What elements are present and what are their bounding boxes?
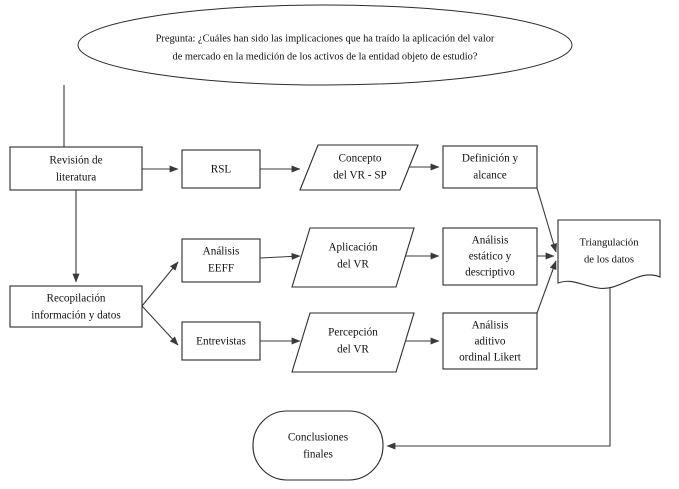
node-analisis-eeff[interactable]: Análisis EEFF xyxy=(181,238,261,283)
revision-literatura-rect xyxy=(9,146,143,191)
analisis-aditivo-rect xyxy=(442,312,538,370)
node-concepto-vr-sp[interactable]: Concepto del VR - SP xyxy=(299,144,419,191)
edge-definicion-to-triangulacion xyxy=(536,187,557,253)
question-line-1: Pregunta: ¿Cuáles han sido las implicaci… xyxy=(156,33,495,44)
aplicacion-line-1: Aplicación xyxy=(328,242,377,254)
percepcion-parallelogram xyxy=(291,312,415,373)
conclusiones-line-2: finales xyxy=(303,449,333,461)
node-aplicacion-vr[interactable]: Aplicación del VR xyxy=(291,227,415,288)
aditivo-line-2: aditivo xyxy=(474,336,505,348)
node-percepcion-vr[interactable]: Percepción del VR xyxy=(291,312,415,373)
node-revision-literatura[interactable]: Revisión de literatura xyxy=(9,146,143,191)
edge-layer xyxy=(60,85,611,450)
conclusiones-stadium-shape xyxy=(252,410,384,481)
triangulacion-line-1: Triangulación xyxy=(579,237,639,248)
recopilacion-rect xyxy=(9,285,143,328)
edge-triangulacion-to-conclusiones xyxy=(386,288,611,450)
recopilacion-line-2: información y datos xyxy=(31,310,120,322)
definicion-rect xyxy=(442,145,538,189)
estatico-line-2: estático y xyxy=(469,251,512,263)
node-question[interactable]: Pregunta: ¿Cuáles han sido las implicaci… xyxy=(77,4,573,86)
node-rsl[interactable]: RSL xyxy=(181,149,261,189)
estatico-line-1: Análisis xyxy=(472,235,509,247)
entrevistas-rect xyxy=(181,321,261,361)
triangulacion-document-shape xyxy=(557,219,661,289)
node-triangulacion-datos[interactable]: Triangulación de los datos xyxy=(557,219,661,289)
percepcion-line-2: del VR xyxy=(337,344,369,356)
analisis-eeff-rect xyxy=(181,238,261,283)
conclusiones-line-1: Conclusiones xyxy=(288,432,348,444)
aplicacion-parallelogram xyxy=(291,227,415,288)
node-recopilacion-informacion[interactable]: Recopilación información y datos xyxy=(9,285,143,328)
rsl-rect xyxy=(181,149,261,189)
definicion-line-1: Definición y xyxy=(462,153,519,165)
concepto-parallelogram xyxy=(299,144,419,191)
concepto-line-1: Concepto xyxy=(339,153,382,165)
node-definicion-alcance[interactable]: Definición y alcance xyxy=(442,145,538,189)
definicion-line-2: alcance xyxy=(473,170,507,182)
node-analisis-aditivo[interactable]: Análisis aditivo ordinal Likert xyxy=(442,312,538,370)
node-analisis-estatico[interactable]: Análisis estático y descriptivo xyxy=(442,227,538,286)
percepcion-line-1: Percepción xyxy=(328,327,378,339)
edge-aditivo-to-triangulacion xyxy=(536,260,557,314)
node-conclusiones-finales[interactable]: Conclusiones finales xyxy=(252,410,384,481)
edge-recopilacion-to-entrevistas xyxy=(141,305,179,346)
aditivo-line-1: Análisis xyxy=(472,320,509,332)
analisis-estatico-rect xyxy=(442,227,538,286)
edge-eeff-to-aplicacion xyxy=(259,252,301,260)
entrevistas-label: Entrevistas xyxy=(196,336,246,348)
revision-line-1: Revisión de xyxy=(49,155,102,167)
eeff-line-1: Análisis xyxy=(203,246,240,258)
aditivo-line-3: ordinal Likert xyxy=(459,352,522,364)
question-ellipse-shape xyxy=(77,4,573,86)
question-line-2: de mercado en la medición de los activos… xyxy=(173,51,478,62)
node-entrevistas[interactable]: Entrevistas xyxy=(181,321,261,361)
revision-line-2: literatura xyxy=(56,172,96,184)
estatico-line-3: descriptivo xyxy=(465,267,515,279)
recopilacion-line-1: Recopilación xyxy=(46,293,105,305)
rsl-label: RSL xyxy=(211,164,232,176)
edge-recopilacion-to-eeff xyxy=(141,261,179,307)
eeff-line-2: EEFF xyxy=(208,263,234,275)
triangulacion-line-2: de los datos xyxy=(584,254,634,265)
aplicacion-line-2: del VR xyxy=(337,259,369,271)
concepto-line-2: del VR - SP xyxy=(333,170,387,182)
